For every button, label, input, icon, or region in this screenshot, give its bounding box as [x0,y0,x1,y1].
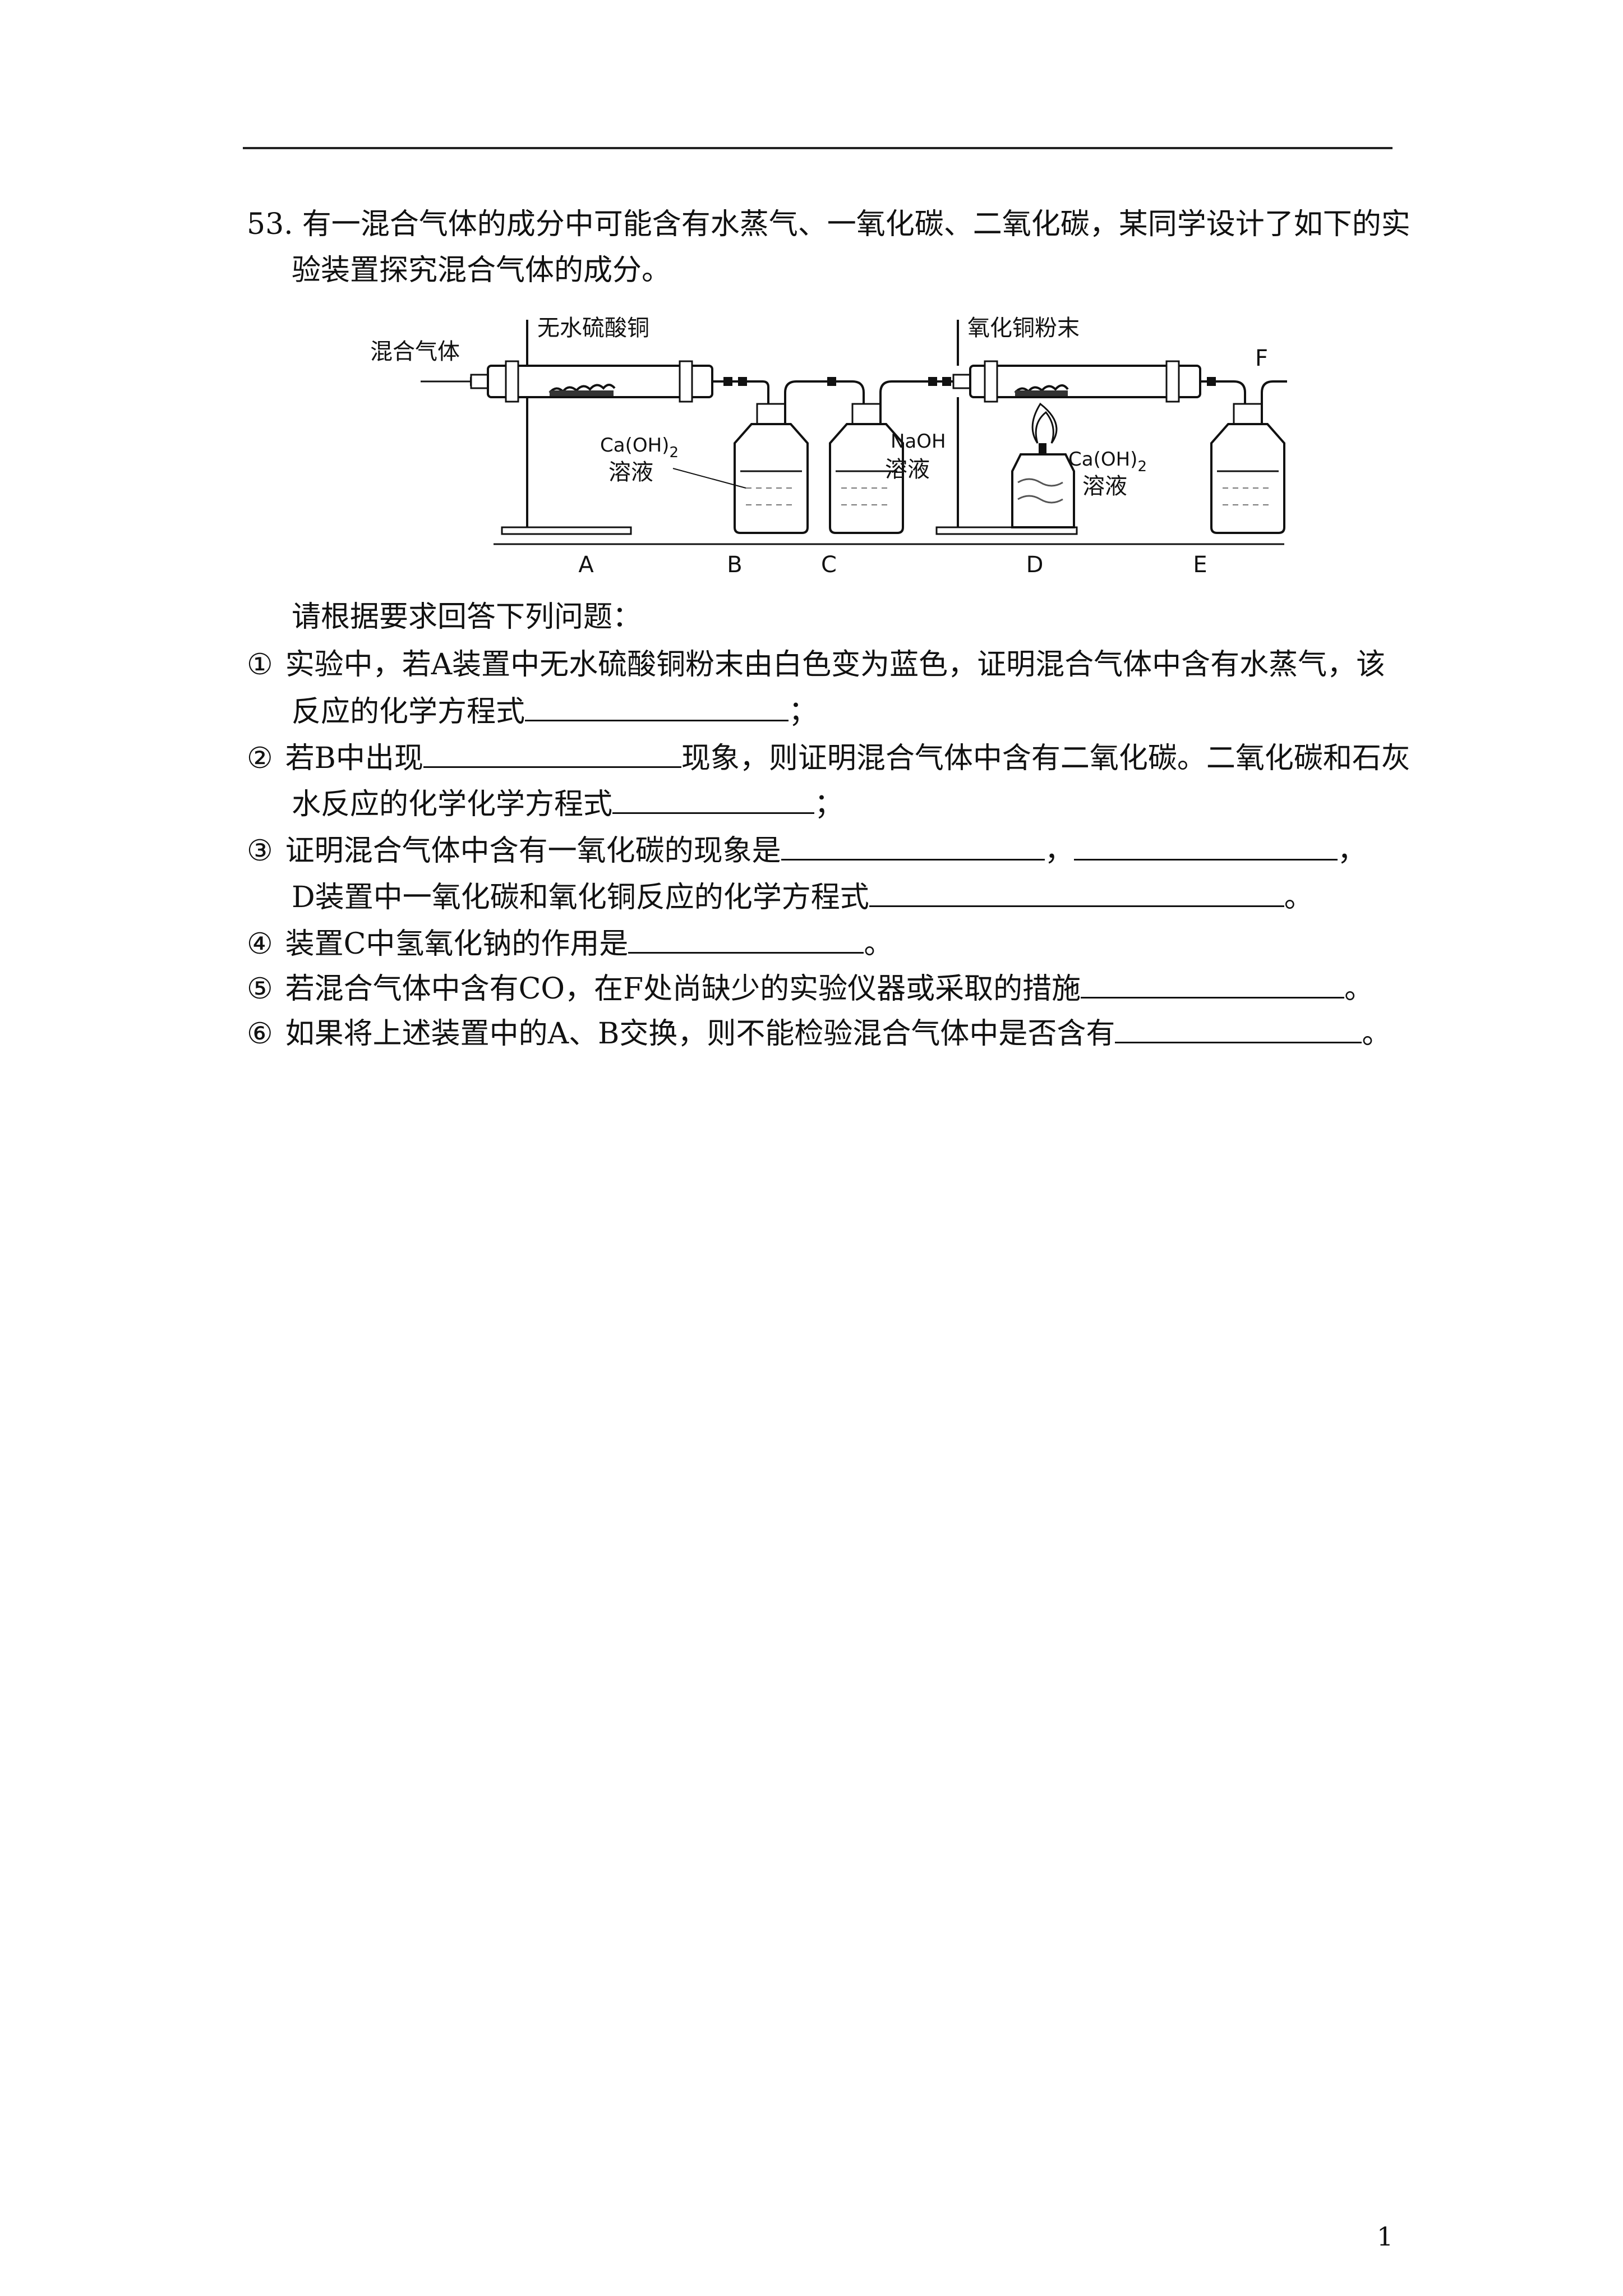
label-solution-c: 溶液 [885,457,930,482]
answer-blank-2b[interactable] [612,781,815,814]
label-naoh: NaOH [891,430,946,453]
item-3-line1: ③ 证明混合气体中含有一氧化碳的现象是 ， ， [247,827,1367,873]
item-2-line1: ② 若B中出现 现象，则证明混合气体中含有二氧化碳。二氧化碳和石灰 [247,735,1410,781]
answer-prompt: 请根据要求回答下列问题： [292,600,642,634]
question-intro-text: 有一混合气体的成分中可能含有水蒸气、一氧化碳、二氧化碳，某同学设计了如下的实 [302,208,1410,241]
answer-blank-3b[interactable] [1073,827,1338,861]
connector-c-d [920,377,953,386]
item-2-text-2: 水反应的化学化学方程式 [292,788,613,821]
answer-blank-4[interactable] [628,921,864,954]
answer-blank-1[interactable] [525,688,789,721]
flame [1031,402,1058,444]
item-2-text: 若B中出现 [285,742,423,775]
leader-b [672,468,746,489]
item-3-comma: ， [1044,834,1074,868]
label-gas-in: 混合气体 [370,339,460,365]
item-6-punct: 。 [1362,1017,1391,1051]
bottle-e [1210,380,1287,534]
question-intro-line2: 验装置探究混合气体的成分。 [292,248,671,293]
question-number: 53. [247,208,293,241]
question-intro-line1: 53. 有一混合气体的成分中可能含有水蒸气、一氧化碳、二氧化碳，某同学设计了如下的… [247,202,1410,247]
item-3-number: ③ [247,834,273,868]
item-1-text: 实验中，若A装置中无水硫酸铜粉末由白色变为蓝色，证明混合气体中含有水蒸气，该 [285,648,1386,682]
alcohol-lamp [1011,453,1075,528]
apparatus-diagram: 混合气体 无水硫酸铜 Ca(OH)2 溶液 [370,315,1287,578]
letter-a: A [578,552,594,578]
label-caoh2-b: Ca(OH)2 [600,434,679,461]
label-f: F [1255,346,1268,371]
item-4-number: ④ [247,927,273,961]
answer-blank-2a[interactable] [423,735,681,768]
item-4-punct: 。 [864,927,893,961]
connector-a-b [712,377,769,522]
label-caoh2-e: Ca(OH)2 [1068,448,1147,475]
letter-c: C [821,552,837,578]
letter-b: B [727,552,742,578]
item-5-text: 若混合气体中含有CO，在F处尚缺少的实验仪器或采取的措施 [285,972,1081,1006]
item-2-punct: ； [814,788,844,821]
label-cuo: 氧化铜粉末 [967,315,1080,341]
answer-blank-6[interactable] [1115,1010,1362,1043]
connector-d-e [1200,377,1246,522]
page-number: 1 [1377,2221,1394,2252]
connector-b-c [819,377,865,522]
item-1-line1: ① 实验中，若A装置中无水硫酸铜粉末由白色变为蓝色，证明混合气体中含有水蒸气，该 [247,642,1385,687]
item-5: ⑤ 若混合气体中含有CO，在F处尚缺少的实验仪器或采取的措施 。 [247,965,1373,1011]
item-1-line2: 反应的化学方程式 ； [292,688,818,734]
answer-blank-5[interactable] [1081,965,1345,999]
item-5-number: ⑤ [247,972,273,1006]
answer-blank-3a[interactable] [781,827,1045,861]
item-3-text-2: D装置中一氧化碳和氧化铜反应的化学方程式 [292,881,869,914]
item-6: ⑥ 如果将上述装置中的A、B交换，则不能检验混合气体中是否含有 。 [247,1010,1391,1056]
item-1-text-2: 反应的化学方程式 [292,695,525,729]
letter-d: D [1026,552,1044,578]
bottle-b [734,380,819,534]
item-1-punct: ； [789,695,818,729]
item-3-text: 证明混合气体中含有一氧化碳的现象是 [285,834,781,868]
item-1-number: ① [247,648,273,682]
device-a [470,320,713,535]
answer-blank-3c[interactable] [869,874,1284,907]
question-intro-text-2: 验装置探究混合气体的成分。 [292,254,671,287]
lamp-wick [1039,443,1046,454]
item-5-punct: 。 [1344,972,1374,1006]
item-2-text-b: 现象，则证明混合气体中含有二氧化碳。二氧化碳和石灰 [681,742,1410,775]
label-solution-e: 溶液 [1082,473,1127,499]
item-3-comma-2: ， [1337,834,1367,868]
bottle-c [829,380,920,534]
item-6-number: ⑥ [247,1017,273,1051]
letter-e: E [1193,552,1207,578]
item-2-line2: 水反应的化学化学方程式 ； [292,781,843,827]
item-6-text: 如果将上述装置中的A、B交换，则不能检验混合气体中是否含有 [285,1017,1115,1051]
item-3-punct: 。 [1284,881,1313,914]
item-4-text: 装置C中氢氧化钠的作用是 [285,927,629,961]
item-4: ④ 装置C中氢氧化钠的作用是 。 [247,921,893,967]
label-cuso4: 无水硫酸铜 [537,315,649,341]
header-rule [243,147,1393,149]
label-solution-b: 溶液 [608,459,653,485]
item-2-number: ② [247,742,273,775]
device-d [935,320,1201,535]
item-3-line2: D装置中一氧化碳和氧化铜反应的化学方程式 。 [292,874,1313,920]
